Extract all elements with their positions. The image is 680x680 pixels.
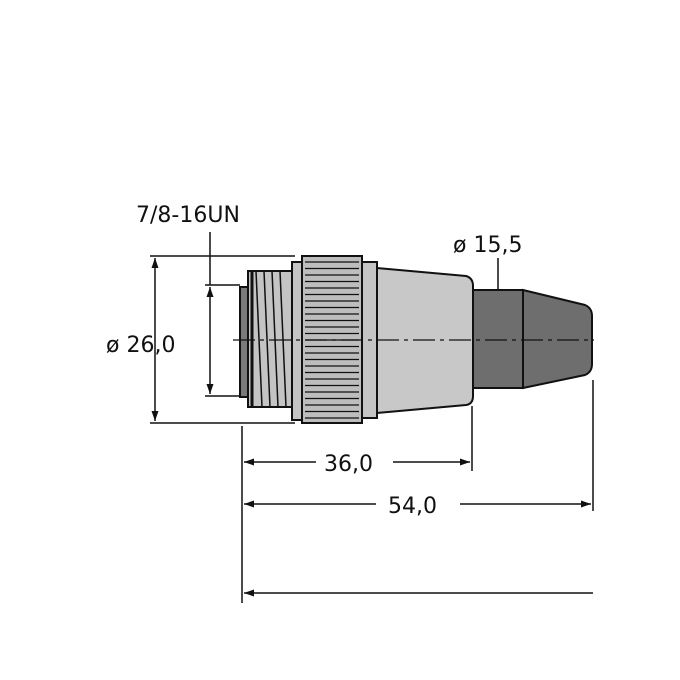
knurl-lines (305, 261, 359, 419)
thread-label: 7/8-16UN (136, 203, 240, 228)
diameter-body-label: ø 26,0 (106, 333, 175, 358)
dimension-lines (150, 232, 594, 603)
cable (472, 289, 524, 389)
length-total-label: 54,0 (388, 494, 437, 519)
length-body-label: 36,0 (324, 452, 373, 477)
diameter-cable-label: ø 15,5 (453, 233, 522, 258)
step-ring (291, 261, 303, 421)
thread-lines (250, 270, 287, 408)
cable-taper (522, 288, 593, 390)
